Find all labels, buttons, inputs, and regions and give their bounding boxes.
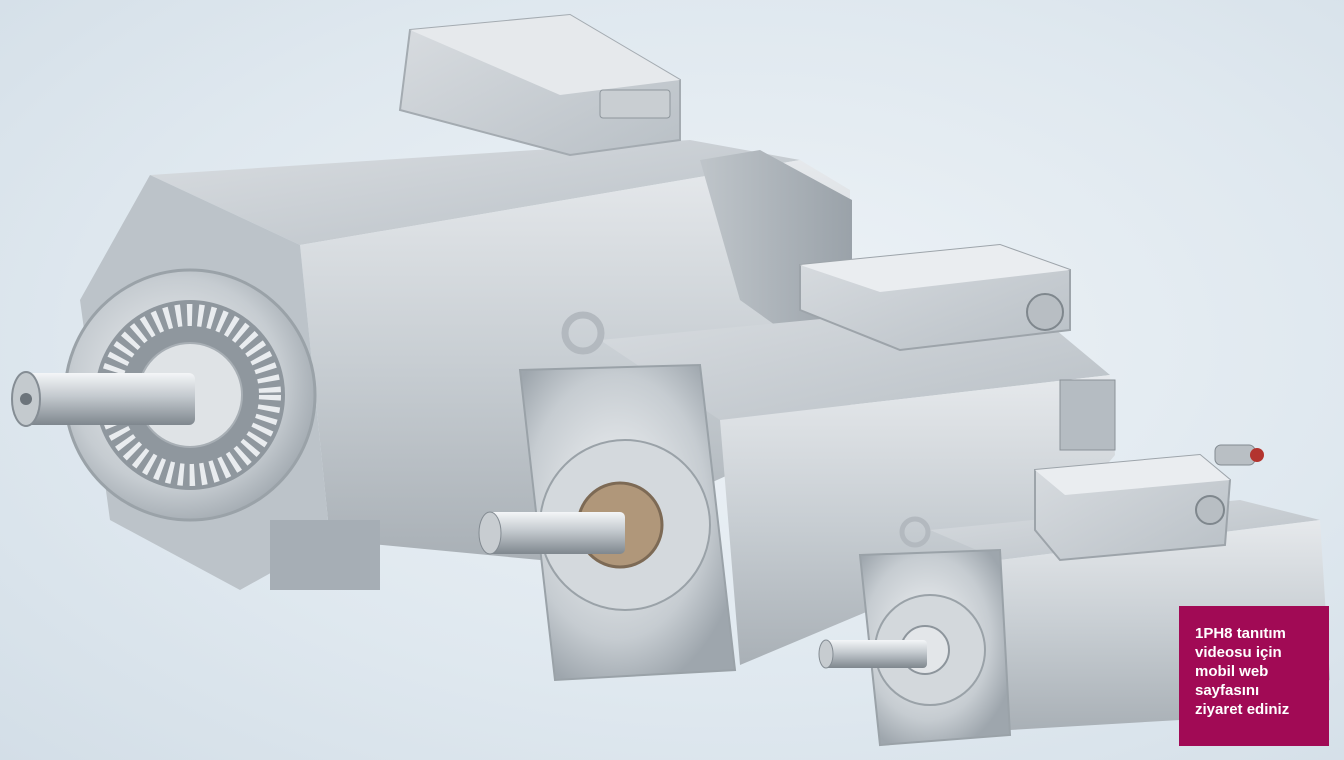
medium-motor-shaft-end bbox=[478, 511, 502, 555]
small-motor-encoder-plug bbox=[1214, 444, 1256, 466]
small-motor-gland bbox=[1195, 495, 1225, 525]
large-motor bbox=[11, 13, 852, 590]
small-motor-shaft bbox=[822, 640, 927, 668]
small-motor-eye-bolt bbox=[899, 516, 931, 548]
medium-motor-gland bbox=[1026, 293, 1064, 331]
small-motor-red-indicator bbox=[1250, 448, 1264, 462]
large-motor-fan-slots bbox=[99, 304, 281, 486]
large-motor-foot bbox=[270, 520, 380, 590]
large-motor-terminal-box-lid bbox=[410, 15, 680, 95]
cta-line-4: sayfasını bbox=[1195, 682, 1260, 699]
small-motor-shaft-end bbox=[818, 639, 834, 669]
mobile-video-link[interactable]: 1PH8 tanıtım videosu için mobil web sayf… bbox=[1179, 606, 1329, 746]
large-motor-shaft bbox=[20, 373, 195, 425]
cta-line-5: ziyaret ediniz bbox=[1195, 701, 1290, 718]
small-motor-terminal-box-lid bbox=[1035, 455, 1230, 495]
cta-line-2: videosu için bbox=[1195, 644, 1282, 661]
medium-motor-connector bbox=[1059, 379, 1116, 451]
medium-motor-shaft bbox=[485, 512, 625, 554]
large-motor-side bbox=[300, 160, 850, 560]
cta-line-3: mobil web bbox=[1195, 663, 1269, 680]
cta-line-1: 1PH8 tanıtım bbox=[1195, 625, 1286, 642]
large-motor-shaft-bore bbox=[20, 393, 32, 405]
large-motor-top bbox=[150, 140, 800, 245]
large-motor-plug bbox=[599, 89, 671, 119]
medium-motor-terminal-box-lid bbox=[800, 245, 1070, 292]
medium-motor-eye-bolt bbox=[561, 311, 605, 355]
